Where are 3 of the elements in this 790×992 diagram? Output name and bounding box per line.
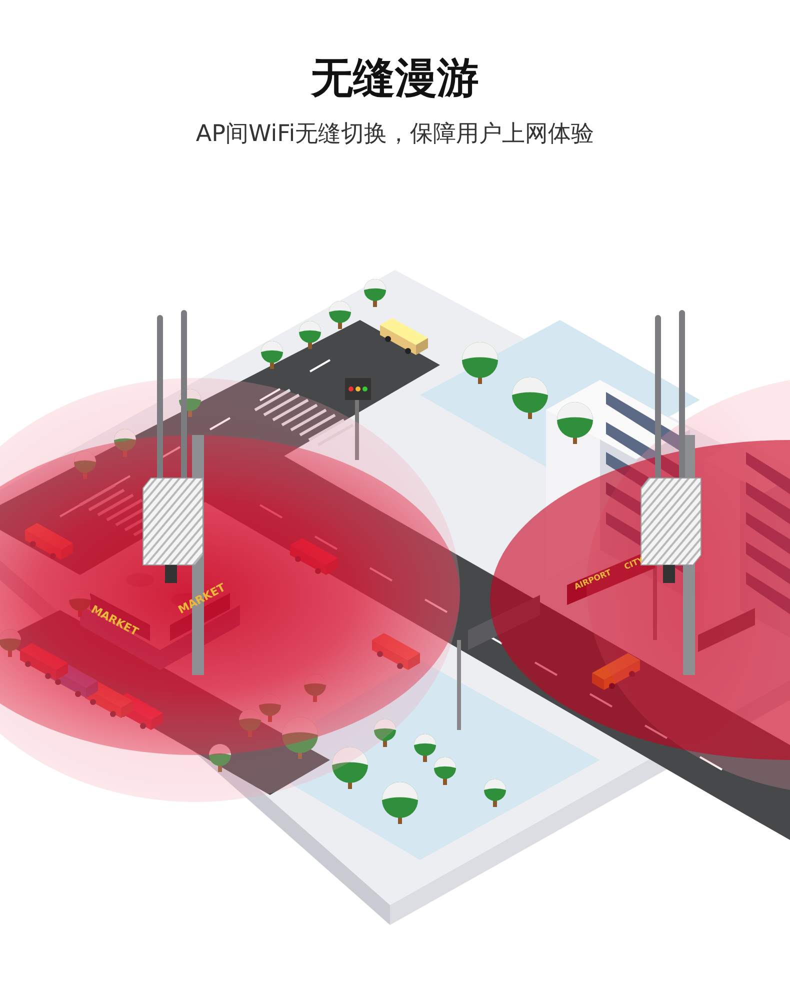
sign-text: CITY — [622, 554, 646, 574]
subtitle: AP间WiFi无缝切换，保障用户上网体验 — [194, 120, 596, 149]
title: 无缝漫游 — [310, 52, 480, 104]
